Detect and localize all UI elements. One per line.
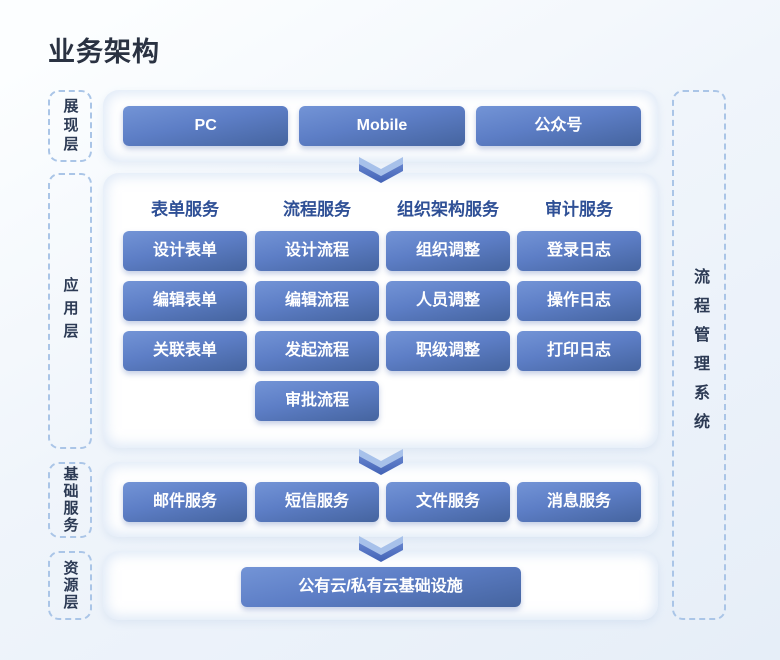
node-mobile: Mobile: [299, 106, 465, 146]
node-official-account: 公众号: [475, 106, 641, 146]
column-header-process-service: 流程服务: [283, 200, 351, 219]
node-link-form: 关联表单: [123, 331, 247, 371]
column-header-audit-service: 审计服务: [545, 200, 613, 219]
node-approve-process: 审批流程: [255, 381, 379, 421]
column-org-structure-service: 组织架构服务 组织调整 人员调整 职级调整: [386, 199, 510, 371]
layer-label-basic-services: 基础服务: [48, 462, 92, 538]
node-edit-process: 编辑流程: [255, 281, 379, 321]
resource-layer-panel: 公有云/私有云基础设施: [103, 551, 658, 620]
presentation-layer-panel: PC Mobile 公众号: [103, 90, 658, 162]
node-sms-service: 短信服务: [255, 482, 379, 522]
node-org-adjust: 组织调整: [386, 231, 510, 271]
node-design-form: 设计表单: [123, 231, 247, 271]
layer-label-application: 应用层: [48, 173, 92, 449]
node-print-log: 打印日志: [517, 331, 641, 371]
process-management-system-label: 流程管理系统: [691, 268, 708, 442]
node-cloud-infrastructure: 公有云/私有云基础设施: [240, 567, 521, 607]
down-arrow-icon: [359, 536, 403, 562]
layer-label-presentation-text: 展现层: [61, 97, 79, 155]
layer-label-resource-text: 资源层: [61, 560, 79, 611]
node-start-process: 发起流程: [255, 331, 379, 371]
node-pc: PC: [123, 106, 289, 146]
node-login-log: 登录日志: [517, 231, 641, 271]
node-rank-adjust: 职级调整: [386, 331, 510, 371]
node-edit-form: 编辑表单: [123, 281, 247, 321]
application-layer-panel: 表单服务 设计表单 编辑表单 关联表单 流程服务 设计流程 编辑流程 发起流程 …: [103, 173, 658, 448]
node-design-process: 设计流程: [255, 231, 379, 271]
column-form-service: 表单服务 设计表单 编辑表单 关联表单: [123, 199, 247, 371]
node-mail-service: 邮件服务: [123, 482, 247, 522]
layer-label-resource: 资源层: [48, 551, 92, 620]
node-message-service: 消息服务: [517, 482, 641, 522]
column-header-org-structure-service: 组织架构服务: [397, 200, 499, 219]
node-file-service: 文件服务: [386, 482, 510, 522]
column-header-form-service: 表单服务: [151, 200, 219, 219]
layer-label-presentation: 展现层: [48, 90, 92, 162]
node-personnel-adjust: 人员调整: [386, 281, 510, 321]
page-title: 业务架构: [48, 37, 160, 67]
layer-label-application-text: 应用层: [61, 276, 79, 346]
process-management-system-panel: 流程管理系统: [672, 90, 726, 620]
layer-label-basic-services-text: 基础服务: [61, 466, 79, 534]
node-operation-log: 操作日志: [517, 281, 641, 321]
down-arrow-icon: [359, 157, 403, 183]
down-arrow-icon: [359, 449, 403, 475]
column-audit-service: 审计服务 登录日志 操作日志 打印日志: [517, 199, 641, 371]
column-process-service: 流程服务 设计流程 编辑流程 发起流程 审批流程: [255, 199, 379, 421]
